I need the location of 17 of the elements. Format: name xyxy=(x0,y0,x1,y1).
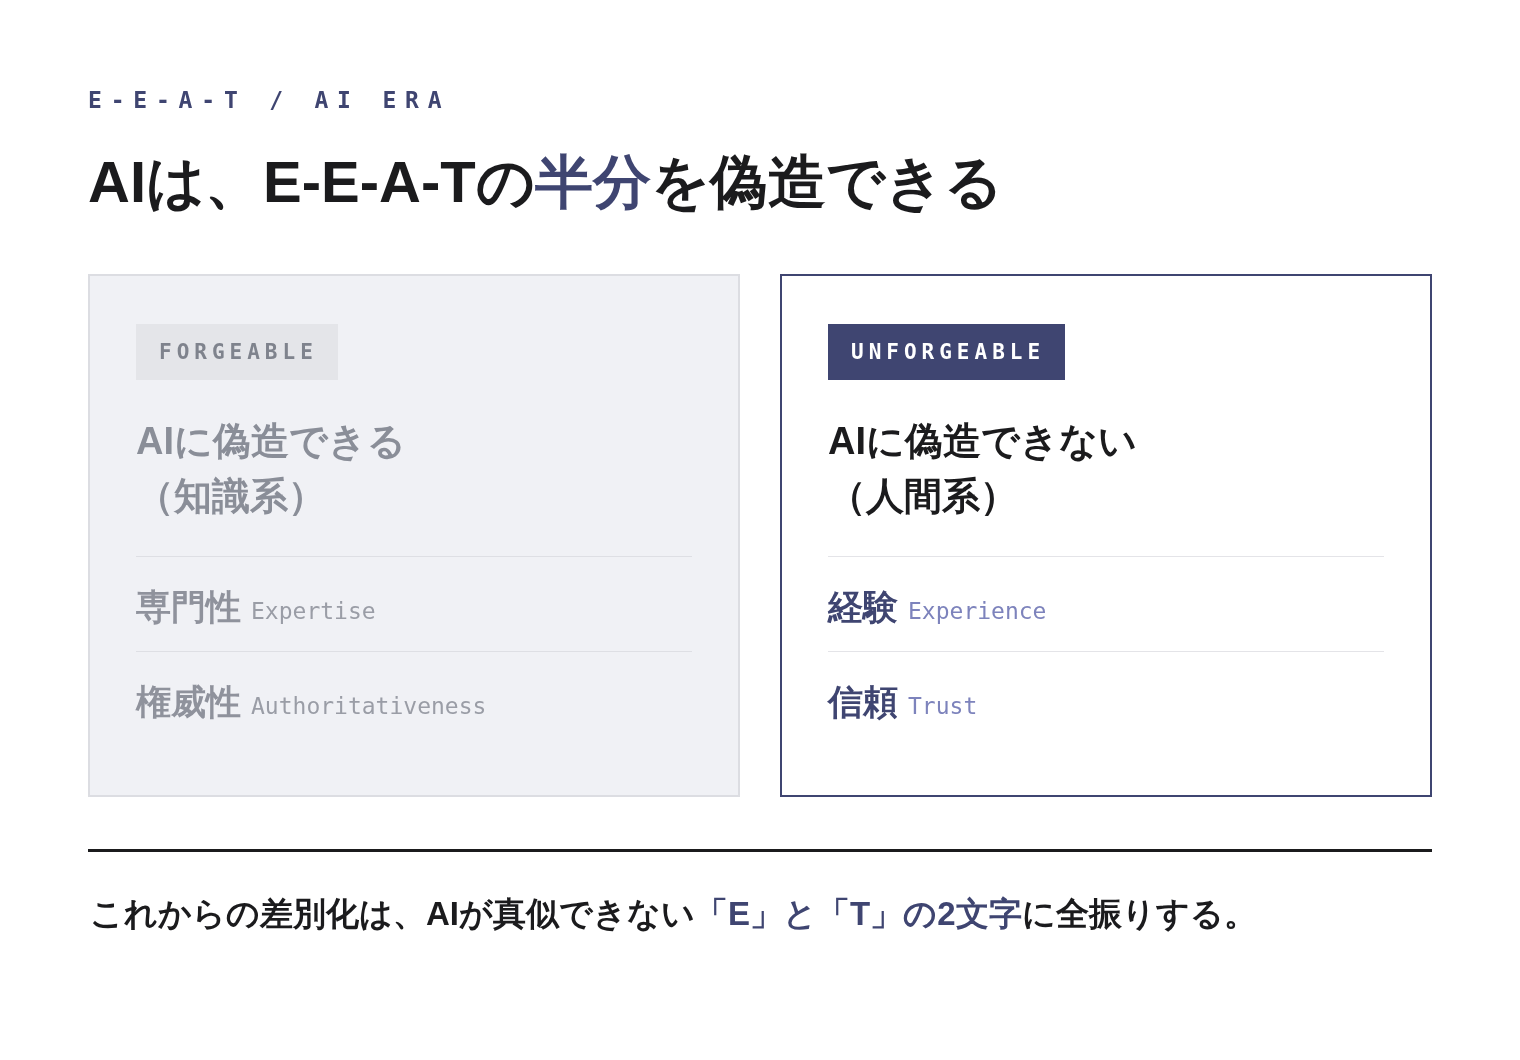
term-text: 信頼 xyxy=(828,681,898,723)
term-text: 経験 xyxy=(828,586,898,628)
eyebrow-text: E-E-A-T / AI ERA xyxy=(88,86,451,114)
title: AIは、E-E-A-Tの半分を偽造できる xyxy=(88,148,1003,216)
category-tag: FORGEABLE xyxy=(136,324,338,380)
card-panel xyxy=(88,274,740,797)
term-translation: Expertise xyxy=(251,597,376,626)
term-text: 権威性 xyxy=(136,681,241,723)
term-translation: Experience xyxy=(908,597,1047,626)
term-text: 専門性 xyxy=(136,586,241,628)
term-translation: Authoritativeness xyxy=(251,692,487,721)
panel-heading: AIに偽造できる（知識系） xyxy=(136,419,407,519)
card-panel xyxy=(780,274,1432,797)
category-tag: UNFORGEABLE xyxy=(828,324,1066,380)
term-translation: Trust xyxy=(908,692,978,721)
panel-heading: AIに偽造できない（人間系） xyxy=(828,419,1138,519)
caption-text: これからの差別化は、AIが真似できない「E」と「T」の2文字に全振りする。 xyxy=(90,894,1257,934)
